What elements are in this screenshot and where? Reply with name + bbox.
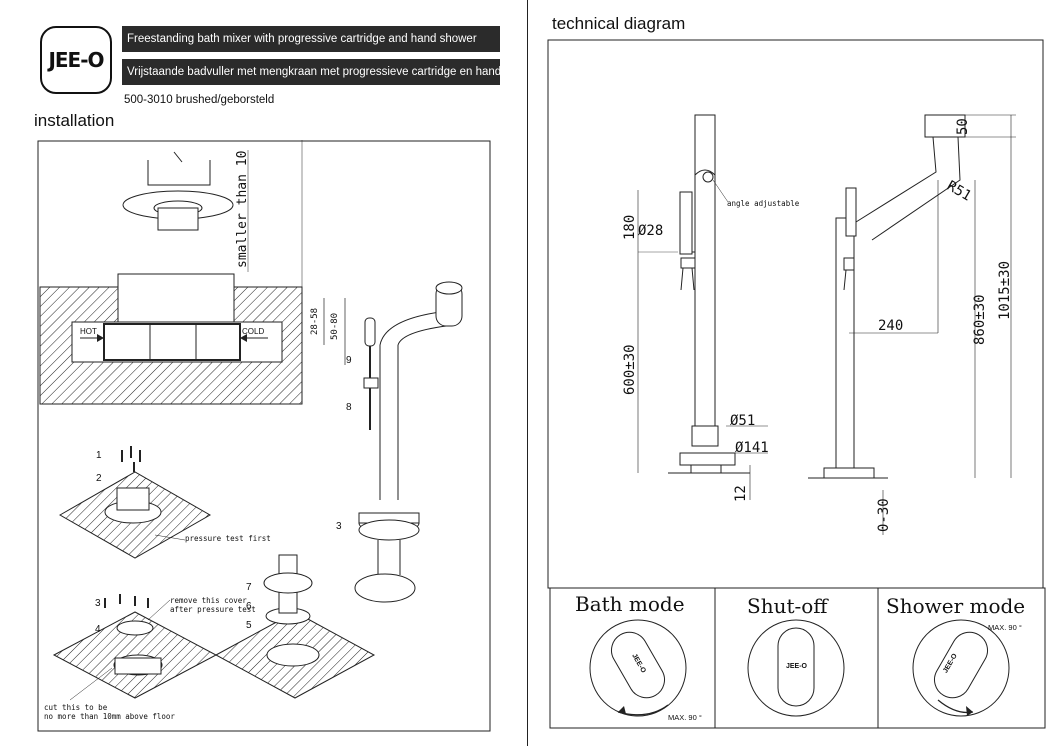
mode-bath-label: Bath mode [575,592,685,616]
max-bath: MAX. 90 ° [668,713,702,722]
installation-heading: installation [34,111,115,130]
step-3-upper: 3 [336,521,342,532]
step-7: 7 [246,582,252,593]
dim-1015: 1015±30 [997,260,1013,320]
step-6: 6 [246,601,252,612]
page-divider [527,0,528,746]
step-8: 8 [346,402,352,413]
label-pressure-test: pressure test first [185,534,271,543]
step-4: 4 [95,624,101,635]
label-smaller-than: smaller than 10 [235,150,250,268]
label-dim-28-58: 28-58 [310,307,320,335]
label-remove-cover-1: remove this cover [170,596,247,605]
product-title-en: Freestanding bath mixer with progressive… [122,26,500,52]
label-cut-1: cut this to be [44,703,108,712]
label-angle-adjustable: angle adjustable [727,199,800,208]
label-remove-cover-2: after pressure test [170,605,256,614]
label-dim-50-80: 50-80 [330,312,340,340]
technical-heading: technical diagram [552,14,686,33]
dim-12: 12 [733,485,749,502]
dim-180: 180 [622,214,638,240]
mode-shutoff-label: Shut-off [747,594,828,618]
label-hot: HOT [80,327,97,336]
product-title-nl: Vrijstaande badvuller met mengkraan met … [122,59,500,85]
label-cold: COLD [242,327,265,336]
technical-diagram [547,39,1046,729]
dim-600: 600±30 [622,344,638,395]
logo-text: JEE-O [48,48,104,72]
label-cut-2: no more than 10mm above floor [44,712,175,721]
step-1: 1 [96,450,102,461]
dim-240: 240 [878,318,904,334]
step-2: 2 [96,473,102,484]
mode-shower-label: Shower mode [886,594,1026,618]
product-sku: 500-3010 brushed/geborsteld [124,94,275,106]
dim-860: 860±30 [972,294,988,345]
dim-50: 50 [955,118,971,135]
dim-d141: Ø141 [735,440,769,456]
step-5: 5 [246,620,252,631]
max-shower: MAX. 90 ° [988,623,1022,632]
dim-d28: Ø28 [638,223,664,239]
brand-logo: JEE-O [40,26,112,94]
step-3-lower: 3 [95,598,101,609]
dim-0-30: 0-30 [876,498,892,532]
dim-d51: Ø51 [730,413,756,429]
step-9: 9 [346,355,352,366]
knob-logo-shutoff: JEE-O [786,663,808,670]
installation-diagram [37,140,491,732]
